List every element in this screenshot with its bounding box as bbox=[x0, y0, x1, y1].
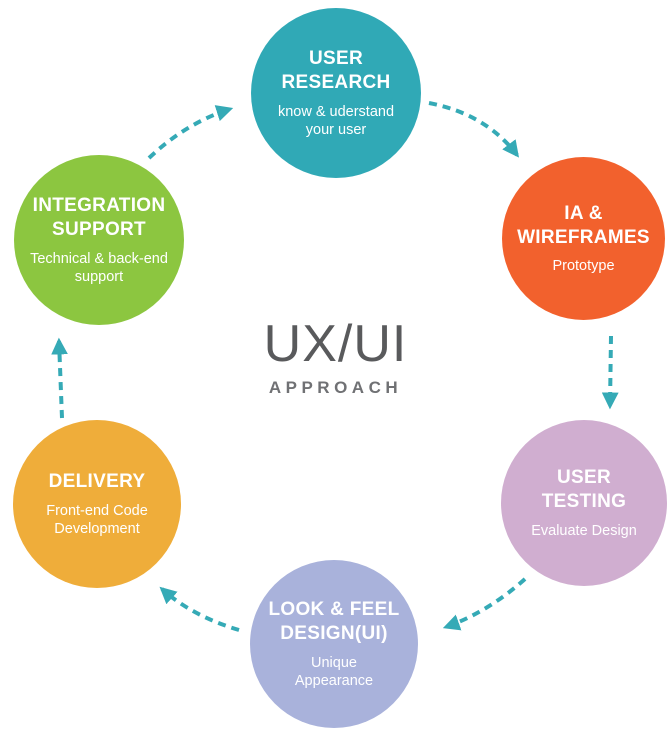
diagram-center-title-block: UX/UI APPROACH bbox=[0, 318, 671, 398]
diagram-title: UX/UI bbox=[263, 315, 408, 373]
step-title: USER TESTING bbox=[541, 467, 627, 513]
step-description: Prototype bbox=[552, 258, 615, 275]
arrow-integration-to-research-icon bbox=[147, 105, 234, 160]
step-circle-look-feel-design: LOOK & FEEL DESIGN(UI) Unique Appearance bbox=[250, 560, 418, 728]
step-description: Unique Appearance bbox=[294, 654, 374, 689]
step-description: know & uderstand your user bbox=[277, 103, 395, 138]
diagram-subtitle: APPROACH bbox=[268, 378, 403, 397]
arrow-lookfeel-to-delivery-icon bbox=[159, 586, 240, 632]
arrow-research-to-wireframes-icon bbox=[428, 101, 520, 158]
step-title: IA & WIREFRAMES bbox=[517, 202, 650, 248]
arrow-testing-to-lookfeel-icon bbox=[442, 577, 527, 631]
step-description: Front-end Code Development bbox=[46, 502, 148, 537]
step-description: Evaluate Design bbox=[531, 522, 637, 539]
step-circle-user-testing: USER TESTING Evaluate Design bbox=[501, 420, 667, 586]
step-circle-user-research: USER RESEARCH know & uderstand your user bbox=[251, 8, 421, 178]
step-title: INTEGRATION SUPPORT bbox=[32, 195, 166, 241]
step-title: LOOK & FEEL DESIGN(UI) bbox=[268, 599, 400, 645]
arrow-wireframes-to-testing-icon bbox=[601, 335, 619, 410]
step-title: DELIVERY bbox=[48, 471, 146, 493]
step-circle-ia-wireframes: IA & WIREFRAMES Prototype bbox=[502, 157, 665, 320]
step-circle-delivery: DELIVERY Front-end Code Development bbox=[13, 420, 181, 588]
arrow-delivery-to-integration-icon bbox=[51, 337, 68, 419]
step-circle-integration-support: INTEGRATION SUPPORT Technical & back-end… bbox=[14, 155, 184, 325]
step-title: USER RESEARCH bbox=[281, 48, 391, 94]
step-description: Technical & back-end support bbox=[30, 250, 168, 285]
